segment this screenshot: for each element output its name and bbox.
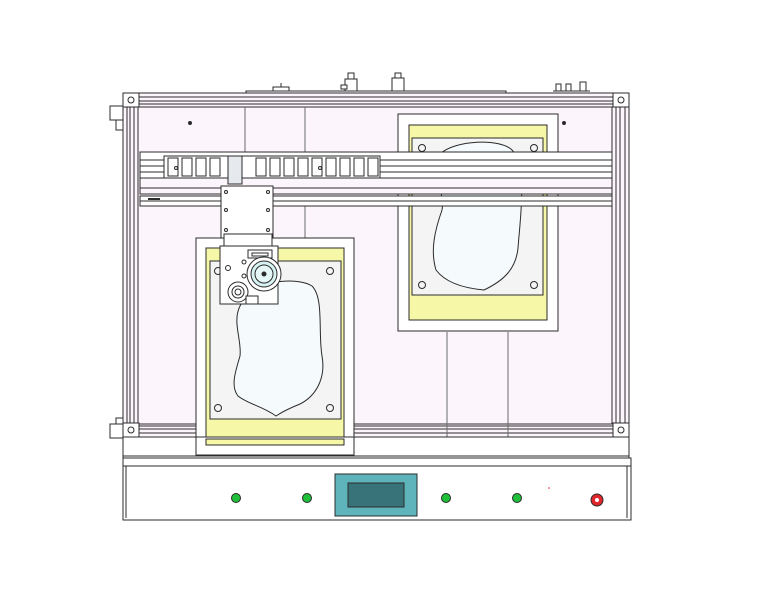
top-fittings — [245, 72, 590, 94]
emergency-stop-center — [595, 498, 599, 502]
hmi-touch-screen — [334, 473, 418, 517]
indicator-lamp-2 — [302, 493, 312, 503]
cable-chain — [163, 155, 381, 179]
indicator-lamp-4 — [512, 493, 522, 503]
indicator-lamp-1 — [231, 493, 241, 503]
fixture-right — [397, 113, 559, 332]
indicator-lamp-3 — [441, 493, 451, 503]
indicator-lamps — [231, 493, 604, 507]
print-head-carriage — [219, 155, 282, 305]
